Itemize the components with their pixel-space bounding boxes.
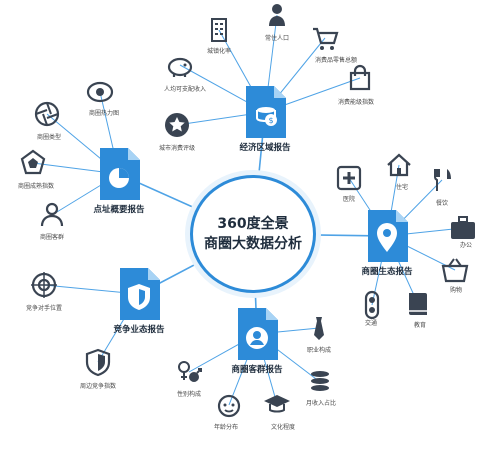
economic-hub-icon: $: [246, 86, 286, 138]
center-node: 360度全景 商圈大数据分析: [190, 175, 316, 293]
ecosystem-hub-icon: [368, 210, 408, 262]
income-share-label: 月收入占比: [305, 400, 337, 407]
heat-map-label: 商圈热力图: [88, 110, 120, 117]
surrounding-index-label: 周边竞争指数: [79, 383, 117, 390]
type-label: 商圈类型: [36, 134, 62, 141]
dining-label: 餐饮: [435, 200, 449, 207]
shopping-bag-icon: [349, 64, 371, 91]
transport-label: 交通: [364, 320, 378, 327]
consumer-sales-label: 消费品零售总额: [314, 57, 358, 64]
fork-knife-icon: [434, 169, 451, 191]
city-rating-label: 城市消费评级: [158, 145, 196, 152]
baby-face-icon: [217, 394, 241, 418]
residential-label: 住宅: [395, 184, 409, 191]
house-icon: [387, 153, 411, 177]
urbanization-label: 城镇化率: [206, 48, 232, 55]
competitor-position-label: 竞争对手位置: [25, 305, 63, 312]
income-label: 人均可支配收入: [163, 86, 207, 93]
book-icon: [409, 293, 427, 315]
maturity-label: 商圈成熟指数: [17, 183, 55, 190]
gender-label: 性别构成: [176, 391, 202, 398]
aperture-icon: [34, 101, 60, 127]
star-rating-icon: [165, 113, 189, 137]
customers-hub-icon: [238, 308, 278, 360]
competition-hub-icon: [120, 268, 160, 320]
occupation-label: 职业构成: [306, 347, 332, 354]
hospital-label: 医院: [342, 196, 356, 203]
competition-hub-label: 竞争业态报告: [113, 325, 165, 335]
center-title-line1: 360度全景: [217, 216, 289, 232]
graduation-cap-icon: [264, 395, 290, 413]
svg-text:$: $: [268, 116, 273, 125]
resident-icon: [269, 4, 285, 26]
economic-hub-label: 经济区域报告: [239, 143, 291, 153]
overview-customers-label: 商圈客群: [39, 234, 65, 241]
user-group-icon: [40, 202, 64, 227]
coin-stack-icon: [311, 371, 329, 391]
office-label: 办公: [459, 242, 473, 249]
capacity-index-label: 消费能级指数: [337, 99, 375, 106]
shield-icon: [85, 348, 111, 377]
basket-icon: [441, 258, 469, 283]
shopping-label: 购物: [449, 287, 463, 294]
gender-icon: [178, 361, 202, 382]
overview-hub-label: 点址概要报告: [93, 205, 145, 215]
traffic-light-icon: [364, 290, 380, 320]
customers-hub-label: 商圈客群报告: [231, 365, 283, 375]
shopping-cart-icon: [313, 27, 339, 50]
piggy-bank-icon: [167, 57, 193, 77]
hospital-icon: [336, 165, 362, 191]
building-icon: [211, 18, 227, 42]
center-title-line2: 商圈大数据分析: [204, 236, 302, 252]
tie-icon: [314, 317, 324, 340]
age-label: 年龄分布: [213, 424, 239, 431]
target-icon: [31, 272, 57, 298]
radar-icon: [20, 149, 46, 175]
education-label: 教育: [413, 322, 427, 329]
eye-heat-icon: [86, 81, 114, 103]
resident-pop-label: 常住人口: [264, 35, 290, 42]
ecosystem-hub-label: 商圈生态报告: [361, 267, 413, 277]
education-level-label: 文化程度: [270, 424, 296, 431]
briefcase-icon: [451, 216, 475, 239]
overview-hub-icon: [100, 148, 140, 200]
